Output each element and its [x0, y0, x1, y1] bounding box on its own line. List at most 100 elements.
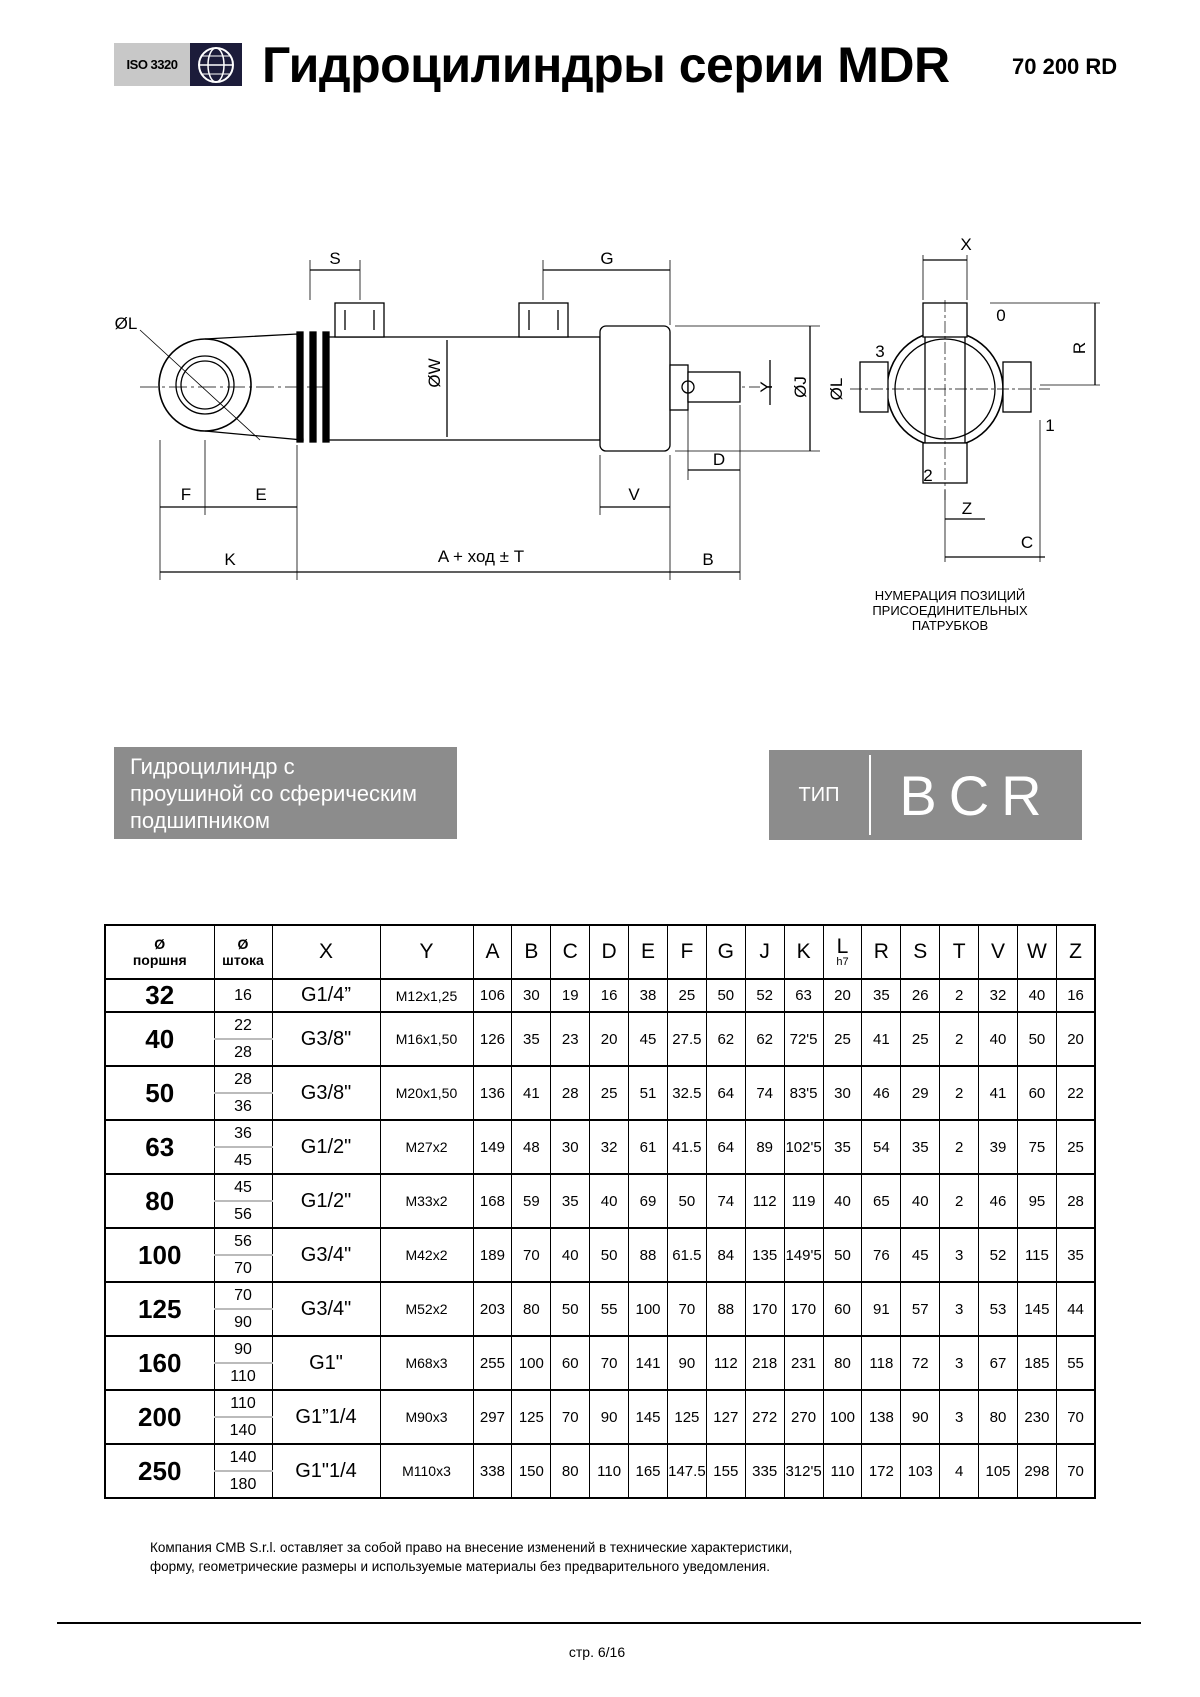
cylinder-description: Гидроцилиндр с проушиной со сферическим …	[114, 747, 457, 839]
rod-diameter-cell: 56	[213, 1227, 273, 1256]
rod-thread-cell: M27x2	[379, 1119, 474, 1175]
dimension-cell: 57	[900, 1281, 941, 1337]
dimension-cell: 25	[666, 978, 707, 1013]
column-header: J	[744, 924, 785, 980]
dimension-cell: 76	[861, 1227, 902, 1283]
dimension-cell: 19	[550, 978, 591, 1013]
column-header: E	[628, 924, 668, 980]
piston-diameter-cell: 100	[104, 1227, 215, 1283]
port-thread-cell: G3/4"	[271, 1281, 381, 1337]
dimension-cell: 69	[628, 1173, 668, 1229]
dimension-cell: 40	[1016, 978, 1057, 1013]
dimension-cell: 41	[861, 1011, 902, 1067]
dimension-cell: 297	[472, 1389, 513, 1445]
dimension-cell: 62	[744, 1011, 785, 1067]
dimension-cell: 126	[472, 1011, 513, 1067]
dimension-cell: 3	[939, 1389, 980, 1445]
dimension-cell: 59	[511, 1173, 552, 1229]
rod-thread-cell: M12x1,25	[379, 978, 474, 1013]
dimension-cell: 145	[628, 1389, 668, 1445]
dimension-cell: 60	[1016, 1065, 1057, 1121]
rod-diameter-cell: 28	[213, 1038, 273, 1067]
dimension-cell: 155	[705, 1443, 746, 1499]
piston-diameter-cell: 125	[104, 1281, 215, 1337]
dimension-cell: 105	[978, 1443, 1018, 1499]
rod-diameter-cell: 180	[213, 1470, 273, 1499]
dimension-cell: 185	[1016, 1335, 1057, 1391]
dimension-cell: 74	[744, 1065, 785, 1121]
dimension-cell: 170	[783, 1281, 824, 1337]
dimension-cell: 40	[978, 1011, 1018, 1067]
dimension-cell: 135	[744, 1227, 785, 1283]
dimension-cell: 70	[1055, 1389, 1096, 1445]
caption-line: ПРИСОЕДИНИТЕЛЬНЫХ	[872, 603, 1028, 618]
dimension-cell: 27.5	[666, 1011, 707, 1067]
dimension-cell: 50	[822, 1227, 863, 1283]
rod-diameter-cell: 110	[213, 1362, 273, 1391]
dimension-cell: 38	[628, 978, 668, 1013]
dimension-cell: 23	[550, 1011, 591, 1067]
rod-diameter-cell: 45	[213, 1173, 273, 1202]
table-row-second: 45	[105, 1146, 1095, 1175]
dimension-cell: 270	[783, 1389, 824, 1445]
dimension-cell: 136	[472, 1065, 513, 1121]
dim-label-body-diameter: ØW	[425, 358, 444, 388]
dimension-cell: 170	[744, 1281, 785, 1337]
type-box: ТИП BCR	[769, 750, 1082, 840]
cylinder-drawing	[139, 255, 1100, 580]
dimension-cell: 32	[978, 978, 1018, 1013]
column-header: V	[978, 924, 1018, 980]
dimension-cell: 335	[744, 1443, 785, 1499]
piston-diameter-cell: 160	[104, 1335, 215, 1391]
iso-logo: ISO 3320	[114, 43, 242, 86]
column-header: A	[472, 924, 513, 980]
dimension-cell: 72	[900, 1335, 941, 1391]
dimension-cell: 149'5	[783, 1227, 824, 1283]
dimension-cell: 203	[472, 1281, 513, 1337]
dimension-cell: 84	[705, 1227, 746, 1283]
dim-label-d: D	[712, 450, 726, 469]
piston-diameter-cell: 63	[104, 1119, 215, 1175]
dimension-cell: 63	[783, 978, 824, 1013]
port-thread-cell: G1/4”	[271, 978, 381, 1013]
dimension-cell: 172	[861, 1443, 902, 1499]
dim-label-e: E	[255, 485, 267, 504]
dimension-cell: 100	[511, 1335, 552, 1391]
dim-label-x: X	[960, 235, 972, 254]
port-thread-cell: G1"1/4	[271, 1443, 381, 1499]
dimension-cell: 45	[900, 1227, 941, 1283]
dim-label-s: S	[329, 249, 341, 268]
rod-thread-cell: M68x3	[379, 1335, 474, 1391]
rod-diameter-cell: 36	[213, 1119, 273, 1148]
port-numbering-caption: НУМЕРАЦИЯ ПОЗИЦИЙ ПРИСОЕДИНИТЕЛЬНЫХ ПАТР…	[872, 588, 1027, 633]
rod-diameter-cell: 90	[213, 1335, 273, 1364]
dimension-cell: 80	[511, 1281, 552, 1337]
dimension-cell: 45	[628, 1011, 668, 1067]
column-header: S	[900, 924, 941, 980]
dimension-cell: 95	[1016, 1173, 1057, 1229]
dimension-cell: 338	[472, 1443, 513, 1499]
port-thread-cell: G1”1/4	[271, 1389, 381, 1445]
table-row-second: 28	[105, 1038, 1095, 1067]
dimension-cell: 70	[666, 1281, 707, 1337]
dimension-cell: 80	[550, 1443, 591, 1499]
header-top: L	[836, 934, 849, 958]
dimension-cell: 51	[628, 1065, 668, 1121]
dim-label-g: G	[600, 249, 614, 268]
caption-line: НУМЕРАЦИЯ ПОЗИЦИЙ	[874, 588, 1026, 603]
dimension-cell: 88	[705, 1281, 746, 1337]
dim-label-f: F	[180, 485, 192, 504]
dimension-cell: 50	[589, 1227, 630, 1283]
piston-diameter-cell: 200	[104, 1389, 215, 1445]
dimension-cell: 46	[861, 1065, 902, 1121]
dimension-cell: 112	[705, 1335, 746, 1391]
dimension-cell: 25	[822, 1011, 863, 1067]
disclaimer-line: Компания CMB S.r.l. оставляет за собой п…	[150, 1540, 793, 1555]
page-number: стр. 6/16	[568, 1644, 626, 1660]
rod-diameter-cell: 36	[213, 1092, 273, 1121]
dimension-cell: 29	[900, 1065, 941, 1121]
dim-label-stroke: A + ход ± T	[437, 547, 525, 566]
